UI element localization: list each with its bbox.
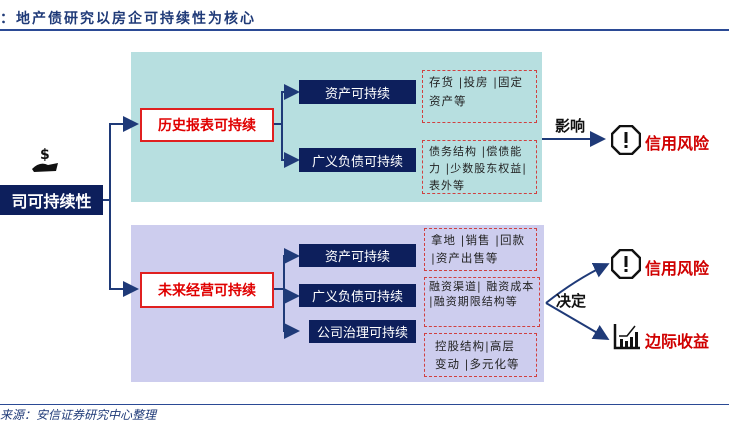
future-outcome-risk: 信用风险 [645,259,710,278]
warning-octagon-icon [610,124,642,159]
influence-label: 影响 [555,117,586,135]
footer-divider [0,404,729,405]
svg-text:$: $ [40,147,50,163]
figure-title: ：地产债研究以房企可持续性为核心 [0,11,256,27]
future-liability-box: 广义负债可持续 [299,284,416,307]
historical-asset-box: 资产可持续 [299,80,416,104]
root-box: 司可持续性 [0,185,103,215]
growth-chart-icon [613,322,641,354]
decide-label: 决定 [556,292,587,310]
future-box: 未来经营可持续 [140,272,274,308]
future-asset-detail: 拿地 |销售 |回款 |资产出售等 [424,228,537,271]
future-asset-box: 资产可持续 [299,244,416,267]
historical-liability-detail: 债务结构 |偿债能力 |少数股东权益|表外等 [422,140,537,194]
source-note: 来源：安信证券研究中心整理 [0,408,157,422]
historical-outcome: 信用风险 [645,134,710,153]
warning-octagon-icon [610,248,642,283]
historical-box: 历史报表可持续 [140,108,274,142]
future-governance-box: 公司治理可持续 [309,320,416,343]
historical-asset-detail: 存货 |投房 |固定资产等 [422,70,537,123]
future-outcome-return: 边际收益 [645,332,710,351]
money-hand-icon: $ [30,145,60,177]
future-governance-detail: 控股结构|高层变动 |多元化等 [424,333,537,377]
future-liability-detail: 融资渠道| 融资成本 |融资期限结构等 [424,277,540,327]
historical-liability-box: 广义负债可持续 [299,148,416,172]
title-divider [0,29,729,31]
